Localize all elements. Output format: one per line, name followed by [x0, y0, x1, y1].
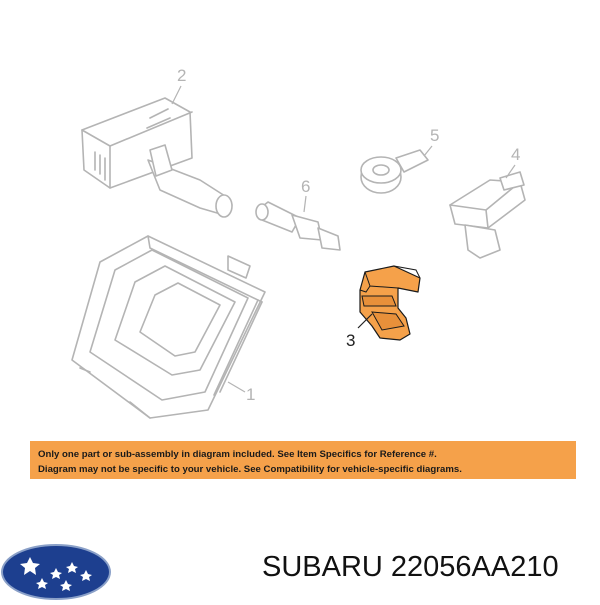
notice-line-2: Diagram may not be specific to your vehi… — [38, 464, 462, 475]
callout-3: 3 — [346, 331, 355, 350]
callout-2-leader — [171, 85, 182, 105]
callout-5: 5 — [430, 126, 439, 145]
callout-6: 6 — [301, 177, 310, 196]
part-number-title: SUBARU 22056AA210 — [262, 551, 559, 583]
callout-4-leader — [505, 164, 516, 179]
callout-5-leader — [423, 145, 433, 157]
callout-6-leader — [303, 195, 307, 213]
knock-sensor-part — [360, 149, 429, 194]
ignition-coil-part — [81, 97, 233, 218]
highlighted-sensor-part — [359, 265, 421, 341]
subaru-logo-icon — [1, 544, 111, 600]
callout-3-leader — [357, 313, 373, 329]
position-sensor-part — [449, 171, 526, 259]
callout-1: 1 — [246, 385, 255, 404]
compatibility-notice: Only one part or sub-assembly in diagram… — [30, 441, 576, 479]
callout-1-leader — [227, 381, 246, 393]
callout-2: 2 — [177, 66, 186, 85]
ecu-part — [71, 235, 266, 419]
notice-line-1: Only one part or sub-assembly in diagram… — [38, 449, 437, 460]
temperature-sensor-part — [255, 201, 341, 251]
callout-4: 4 — [511, 145, 520, 164]
